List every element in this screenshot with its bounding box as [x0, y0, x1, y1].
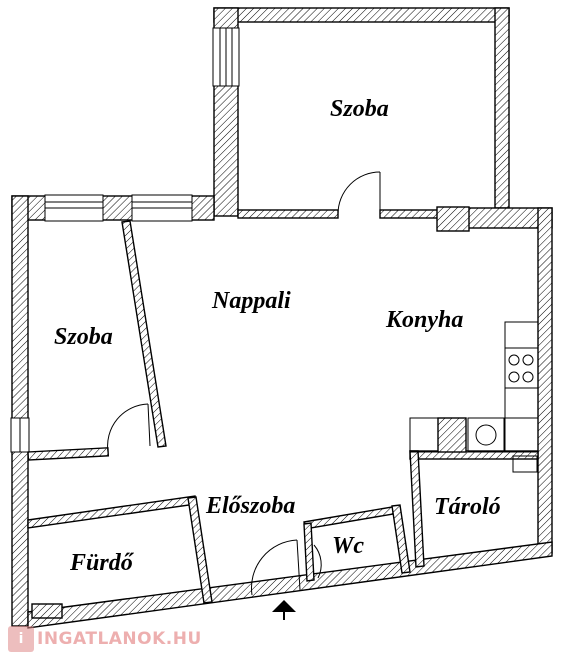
window-top-room-west — [212, 27, 240, 87]
room-label-eloszoba: Előszoba — [205, 493, 295, 519]
room-label-wc: Wc — [332, 533, 364, 559]
storage-fixture — [512, 455, 538, 473]
window-north-1 — [44, 194, 104, 222]
wall-storage-west — [409, 450, 425, 568]
window-north-2 — [131, 194, 193, 222]
watermark-badge-icon: i — [8, 626, 34, 652]
kitchen-counter-block — [437, 417, 467, 453]
wall-bedroom-partition — [121, 220, 167, 448]
bathroom-fixture — [31, 603, 63, 619]
door-entrance — [250, 539, 301, 596]
wall-bathroom-north — [27, 495, 197, 529]
wall-top-room-east — [494, 7, 510, 209]
wall-wc-north — [303, 505, 400, 530]
room-label-szoba-top: Szoba — [330, 96, 389, 122]
wall-top-room-south-right — [379, 209, 441, 219]
room-label-szoba-left: Szoba — [54, 324, 113, 350]
door-wc — [313, 544, 322, 579]
wall-wc-west — [303, 522, 315, 582]
watermark-logo: i INGATLANOK.HU — [8, 624, 202, 654]
kitchen-fixtures — [409, 321, 539, 453]
door-top-room — [337, 171, 381, 215]
door-bedroom — [107, 403, 151, 453]
wall-bedroom-south — [27, 447, 110, 461]
room-label-furdo: Fürdő — [69, 550, 135, 576]
wall-top-room-south-left — [237, 209, 339, 219]
wall-wc-east — [391, 504, 411, 574]
watermark-text: INGATLANOK.HU — [37, 629, 202, 649]
room-label-nappali: Nappali — [211, 288, 291, 314]
wall-west — [11, 195, 29, 627]
room-label-tarolo: Tároló — [434, 494, 501, 520]
column-kitchen — [436, 206, 470, 232]
wall-top-room-north — [213, 7, 510, 23]
wall-bathroom-east — [187, 496, 213, 604]
room-label-konyha: Konyha — [385, 307, 463, 333]
window-west — [10, 417, 30, 453]
wall-east — [537, 207, 553, 554]
